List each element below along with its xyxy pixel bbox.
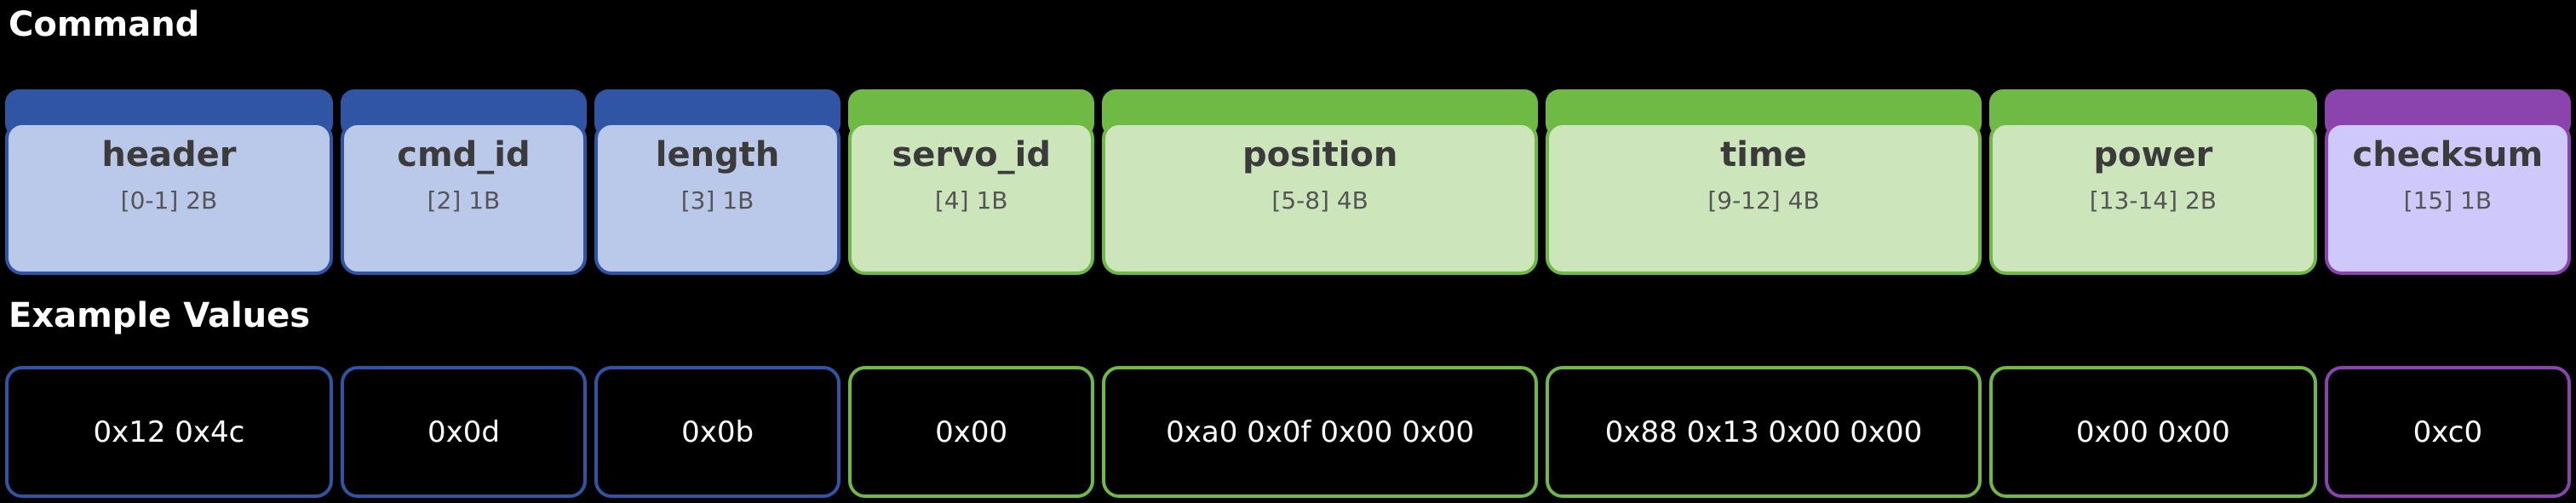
field-name-label: length [655, 135, 780, 174]
field-name-label: servo_id [892, 135, 1051, 174]
example-value-text: 0x0b [681, 414, 754, 449]
field-range-label: [15] 1B [2403, 186, 2493, 214]
packet-field-cmd_id: cmd_id [2] 1B [340, 89, 587, 275]
example-value-text: 0x0d [427, 414, 500, 449]
field-name-label: header [101, 135, 237, 174]
field-body-length: length [3] 1B [594, 122, 841, 275]
field-range-label: [3] 1B [680, 186, 754, 214]
field-range-label: [4] 1B [934, 186, 1008, 214]
example-value-cmd_id: 0x0d [340, 366, 587, 498]
packet-field-time: time [9-12] 4B [1546, 89, 1982, 275]
field-body-time: time [9-12] 4B [1546, 122, 1982, 275]
example-value-time: 0x88 0x13 0x00 0x00 [1546, 366, 1982, 498]
example-values-row: 0x12 0x4c 0x0d 0x0b 0x00 0xa0 0x0f 0x00 0x00… [5, 366, 2571, 498]
example-value-position: 0xa0 0x0f 0x00 0x00 [1102, 366, 1539, 498]
packet-field-header: header [0-1] 2B [5, 89, 333, 275]
field-range-label: [0-1] 2B [120, 186, 218, 214]
example-value-text: 0x00 [935, 414, 1008, 449]
packet-field-power: power [13-14] 2B [1988, 89, 2317, 275]
example-value-text: 0xc0 [2412, 414, 2483, 449]
field-body-position: position [5-8] 4B [1102, 122, 1539, 275]
field-body-power: power [13-14] 2B [1988, 122, 2317, 275]
example-value-header: 0x12 0x4c [5, 366, 333, 498]
field-body-servo_id: servo_id [4] 1B [848, 122, 1095, 275]
field-name-label: power [2093, 135, 2213, 174]
example-value-servo_id: 0x00 [848, 366, 1095, 498]
command-section-title: Command [9, 5, 200, 44]
field-range-label: [5-8] 4B [1271, 186, 1368, 214]
example-value-text: 0x00 0x00 [2075, 414, 2230, 449]
field-body-checksum: checksum [15] 1B [2324, 122, 2571, 275]
example-value-text: 0xa0 0x0f 0x00 0x00 [1166, 414, 1475, 449]
example-value-checksum: 0xc0 [2324, 366, 2571, 498]
example-value-text: 0x12 0x4c [93, 414, 245, 449]
packet-field-checksum: checksum [15] 1B [2324, 89, 2571, 275]
field-range-label: [13-14] 2B [2089, 186, 2217, 214]
field-name-label: position [1242, 135, 1398, 174]
packet-field-length: length [3] 1B [594, 89, 841, 275]
packet-field-position: position [5-8] 4B [1102, 89, 1539, 275]
field-body-cmd_id: cmd_id [2] 1B [340, 122, 587, 275]
field-range-label: [9-12] 4B [1707, 186, 1820, 214]
field-name-label: cmd_id [397, 135, 531, 174]
field-name-label: time [1720, 135, 1807, 174]
field-body-header: header [0-1] 2B [5, 122, 333, 275]
field-name-label: checksum [2352, 135, 2544, 174]
example-value-power: 0x00 0x00 [1988, 366, 2317, 498]
command-field-row: header [0-1] 2B cmd_id [2] 1B length [3] 1B se… [5, 89, 2571, 275]
example-value-length: 0x0b [594, 366, 841, 498]
field-range-label: [2] 1B [427, 186, 501, 214]
example-value-text: 0x88 0x13 0x00 0x00 [1604, 414, 1923, 449]
packet-field-servo_id: servo_id [4] 1B [848, 89, 1095, 275]
example-values-section-title: Example Values [9, 296, 311, 335]
